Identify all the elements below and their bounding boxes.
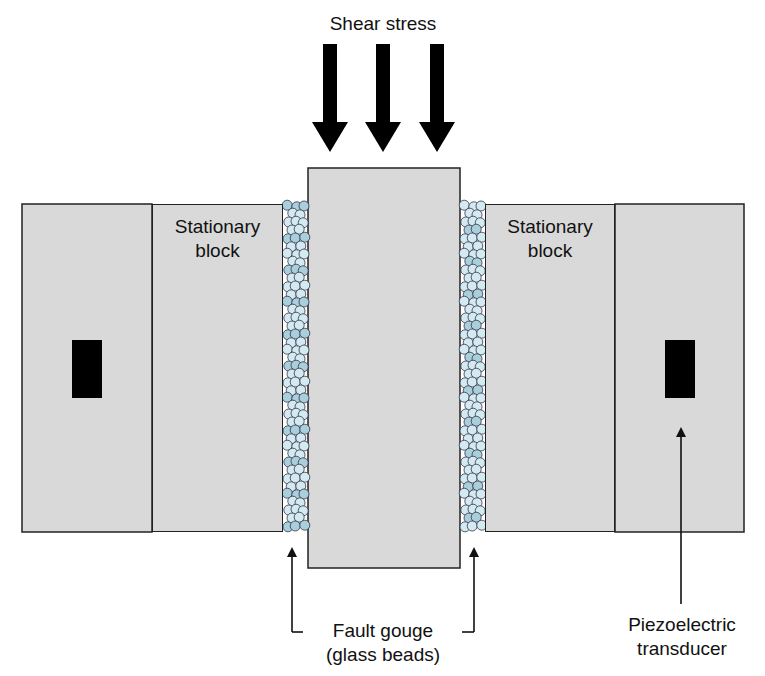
stationary-block: Stationary block [152,204,283,532]
glass-beads [282,200,487,532]
transducer-label: Piezoelectric transducer [615,613,749,661]
force-label: Shear stress [303,12,463,36]
force-arrows [312,44,455,152]
block-label: Stationary block [162,215,274,263]
stationary-block: Stationary block [485,204,615,532]
outer-block [615,204,744,532]
block-label: Stationary block [494,215,606,263]
center-block [308,168,460,568]
outer-block [22,204,152,532]
gouge-label: Fault gouge (glass beads) [317,619,449,667]
transducer-symbol [72,340,102,398]
transducer-symbol [665,340,695,398]
